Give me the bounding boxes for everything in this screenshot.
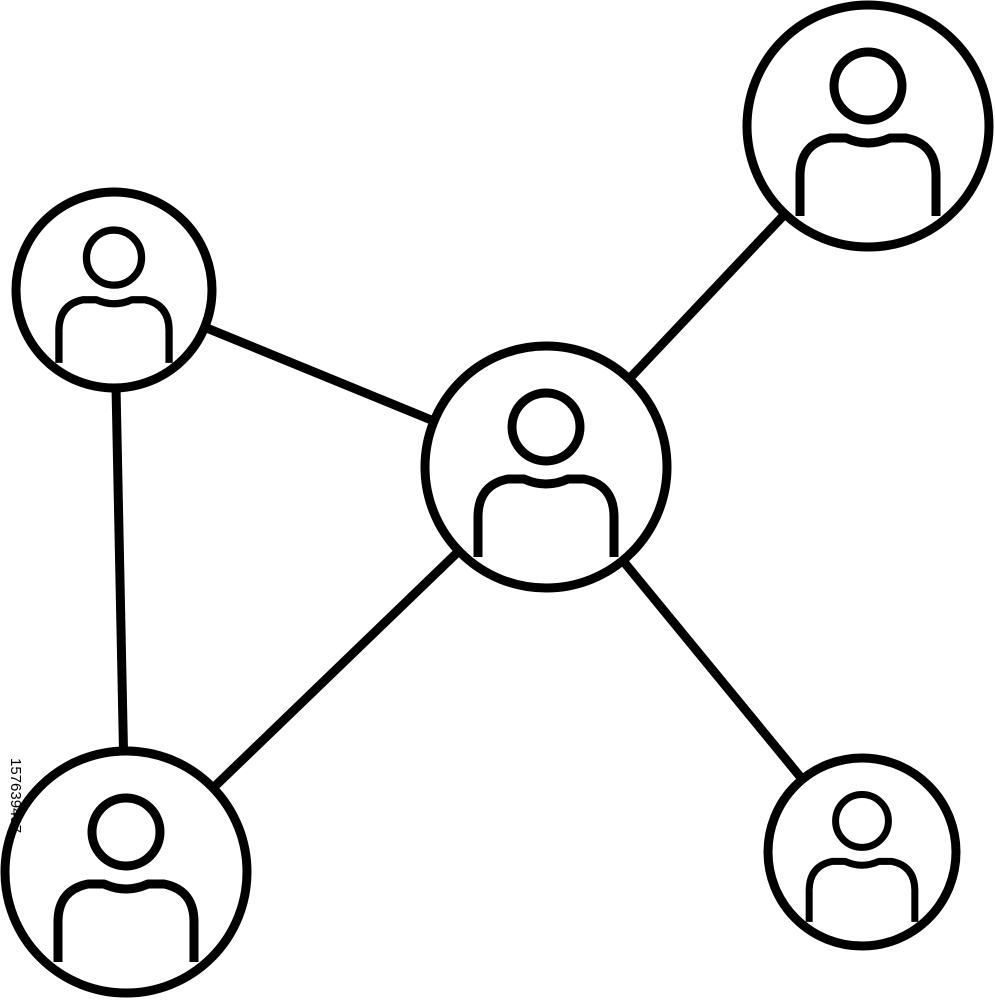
person-head xyxy=(87,793,165,871)
person-body xyxy=(795,133,941,216)
person-body xyxy=(473,474,619,557)
edge-top-left-to-bottom-left xyxy=(111,383,129,756)
person-icon xyxy=(473,388,619,557)
person-icon xyxy=(53,793,199,962)
person-head xyxy=(829,47,907,125)
edge-center-to-bottom-right xyxy=(618,556,807,784)
edge-center-to-bottom-left xyxy=(208,546,464,793)
node-bottom-left xyxy=(0,746,252,998)
node-top-left xyxy=(11,187,217,393)
person-icon xyxy=(55,226,173,363)
stock-image-id-text: 157639497 xyxy=(7,758,24,834)
person-head xyxy=(832,791,892,851)
node-bottom-right xyxy=(763,753,961,951)
node-circle xyxy=(11,187,217,393)
stock-image-id: 157639497 xyxy=(0,758,24,910)
edge-center-to-top-right xyxy=(624,209,790,384)
person-body xyxy=(805,857,919,922)
node-center xyxy=(420,341,672,593)
person-icon xyxy=(805,791,919,922)
node-circle xyxy=(742,0,994,252)
connection-lines xyxy=(111,209,807,793)
person-head xyxy=(82,226,146,289)
node-circle xyxy=(0,746,252,998)
node-circle xyxy=(420,341,672,593)
node-circle xyxy=(763,753,961,951)
person-body xyxy=(53,879,199,962)
person-icon xyxy=(795,47,941,216)
person-head xyxy=(507,388,585,466)
edge-top-left-to-center xyxy=(200,322,439,426)
node-top-right xyxy=(742,0,994,252)
person-body xyxy=(55,296,173,363)
